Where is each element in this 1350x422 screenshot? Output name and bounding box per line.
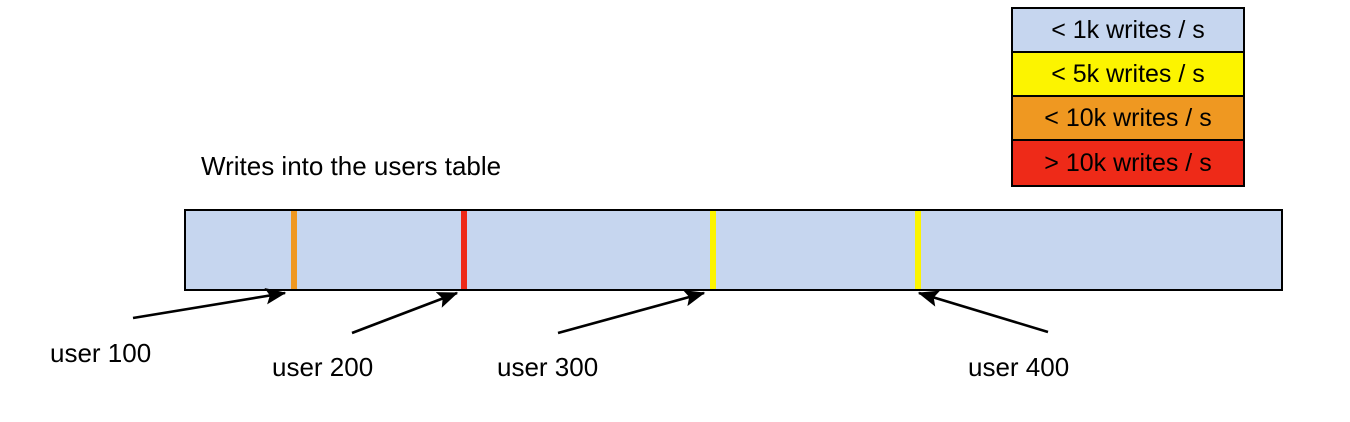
user-300-stripe <box>710 211 716 289</box>
legend-label-under-5k: < 5k writes / s <box>1051 59 1205 88</box>
legend-row-over-10k: > 10k writes / s <box>1013 141 1243 185</box>
user-100-stripe <box>291 211 297 289</box>
legend-label-under-10k: < 10k writes / s <box>1044 103 1212 132</box>
user-400-stripe <box>915 211 921 289</box>
legend-label-over-10k: > 10k writes / s <box>1044 148 1212 177</box>
user-100-arrow <box>132 287 287 320</box>
user-200-label: user 200 <box>272 352 374 382</box>
legend-row-under-1k: < 1k writes / s <box>1013 9 1243 53</box>
legend: < 1k writes / s < 5k writes / s < 10k wr… <box>1011 7 1245 187</box>
user-200-stripe <box>461 211 467 289</box>
user-400-label: user 400 <box>968 352 1070 382</box>
user-300-label: user 300 <box>497 352 599 382</box>
legend-row-under-10k: < 10k writes / s <box>1013 97 1243 141</box>
user-300-arrow <box>557 290 706 335</box>
users-table-bar <box>184 209 1283 291</box>
user-200-arrow <box>351 291 459 335</box>
legend-label-under-1k: < 1k writes / s <box>1051 15 1205 44</box>
chart-title: Writes into the users table <box>201 151 502 181</box>
user-400-arrow <box>917 290 1049 334</box>
legend-row-under-5k: < 5k writes / s <box>1013 53 1243 97</box>
user-100-label: user 100 <box>50 338 152 368</box>
